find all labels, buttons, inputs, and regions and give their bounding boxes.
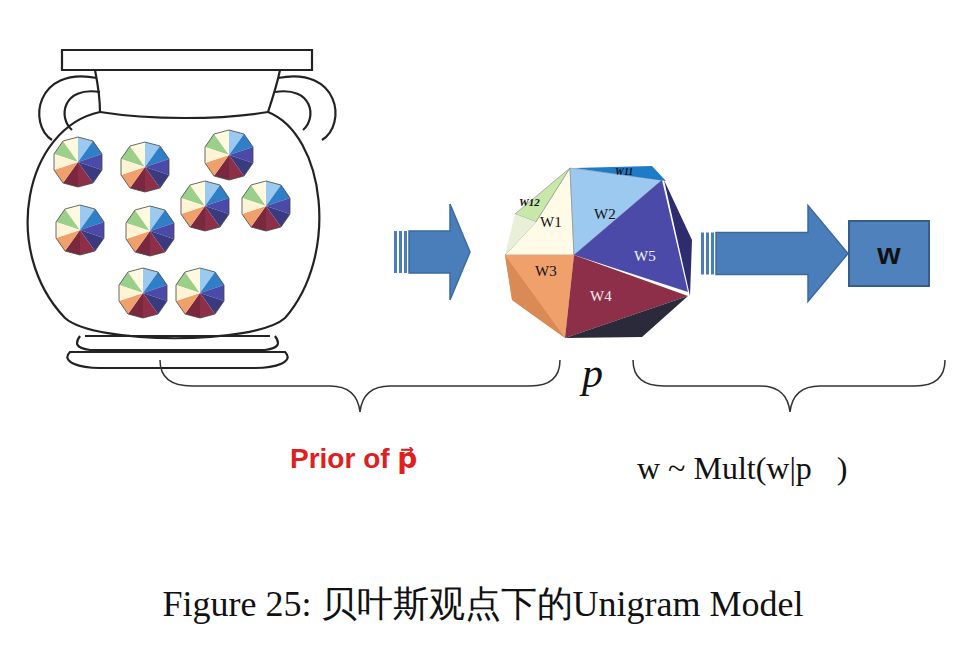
face-label: W1 <box>540 215 562 230</box>
formula-label: w ~ Mult(w|p⃗) <box>637 452 847 484</box>
block-arrow <box>394 204 470 300</box>
urn <box>28 50 336 368</box>
face-label: W3 <box>535 264 557 279</box>
face-label: W11 <box>615 167 633 177</box>
die-shape: W12W1 W2 W11W5W3W4 <box>503 163 695 343</box>
face-label: W12 <box>519 197 540 208</box>
die-outline <box>503 163 695 343</box>
word-box: w <box>848 220 930 287</box>
face-label: W5 <box>634 249 656 264</box>
prior-label: Prior of p⃗ <box>290 445 417 473</box>
face-label: W4 <box>590 289 612 304</box>
face-label: W2 <box>594 207 616 222</box>
word-text: w <box>877 239 900 269</box>
block-arrow <box>701 206 848 302</box>
figure-caption: Figure 25: 贝叶斯观点下的Unigram Model <box>0 586 966 622</box>
brace <box>160 360 560 412</box>
vector-symbol: p⃗ <box>582 352 636 394</box>
brace <box>633 360 945 412</box>
